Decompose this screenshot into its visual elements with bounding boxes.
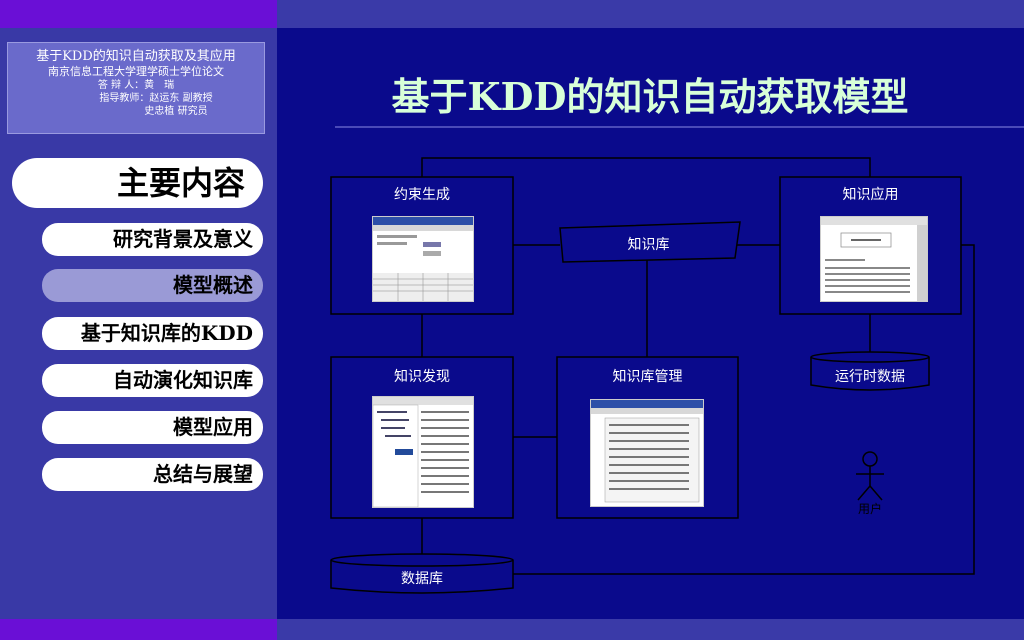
- application-screenshot: [820, 216, 928, 302]
- discovery-screenshot-art: [373, 397, 473, 507]
- kb-management-screenshot: [590, 399, 704, 507]
- knowledge-base-label: 知识库: [560, 234, 737, 254]
- user-label: 用户: [850, 500, 890, 517]
- kb-management-screenshot-art: [591, 400, 703, 506]
- constraint-label: 约束生成: [331, 184, 513, 204]
- kb-management-label: 知识库管理: [557, 366, 738, 386]
- runtime-data-label: 运行时数据: [811, 366, 929, 386]
- application-screenshot-art: [821, 217, 927, 301]
- discovery-screenshot: [372, 396, 474, 508]
- constraint-screenshot: [372, 216, 474, 302]
- discovery-label: 知识发现: [331, 366, 513, 386]
- database-label: 数据库: [331, 568, 513, 588]
- constraint-screenshot-art: [373, 217, 473, 301]
- user-figure: [856, 452, 884, 500]
- top-loop-line: [422, 158, 870, 177]
- application-label: 知识应用: [780, 184, 961, 204]
